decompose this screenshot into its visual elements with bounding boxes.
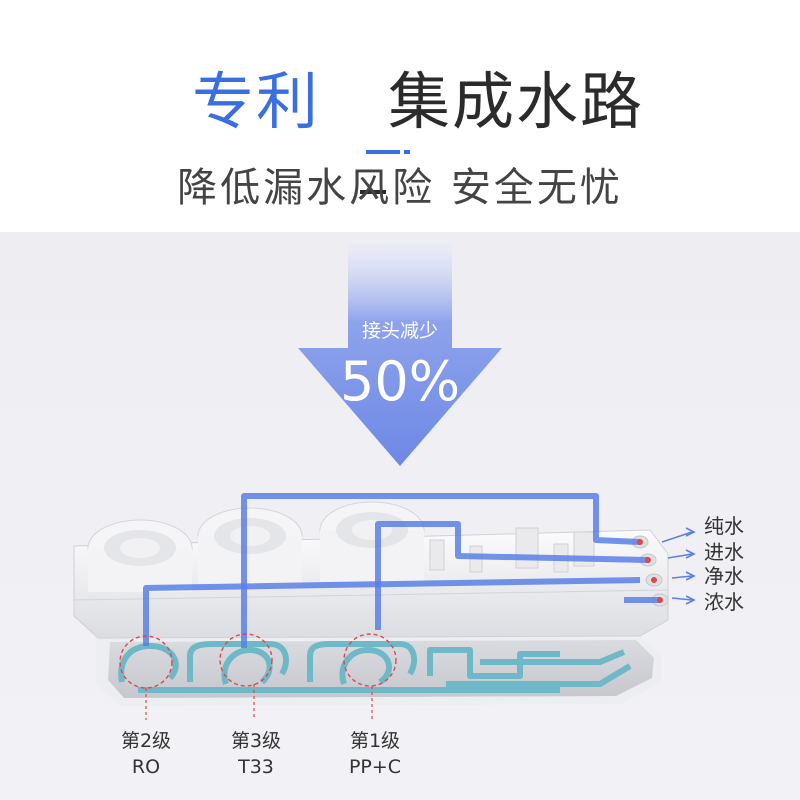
filter-socket-3 [319,501,425,582]
port-markers [637,539,663,603]
filter-socket-2 [197,507,303,586]
port-arrows [661,527,696,605]
stage-level-ro: 第2级 [120,730,172,752]
down-arrow-icon [298,244,502,466]
stage-leaders [145,684,373,720]
header-zone [0,0,800,232]
title-row: 专利 集成水路 [0,62,800,194]
accent-line [366,150,400,154]
callout-value: 50% [339,350,461,413]
port-label-clean: 净水 [704,564,744,588]
port-label-inlet: 进水 [704,540,744,564]
stage-name-ppc: PP+C [348,756,402,778]
callout-caption: 接头减少 [361,320,438,342]
port-label-waste: 浓水 [704,590,744,614]
subtitle: 降低漏水风险 安全无忧 [177,165,623,211]
accent-dot [404,150,410,154]
waterway-plate [96,636,662,706]
filter-socket-1 [87,519,193,592]
housing [73,501,669,639]
title-highlight: 专利 [192,65,321,138]
integrated-waterway-board [73,493,696,720]
stage-name-t33: T33 [238,756,274,778]
title-separator [360,190,386,194]
stage-highlights [119,633,397,689]
stage-level-t33: 第3级 [230,730,282,752]
stage-name-ro: RO [131,756,161,778]
port-label-pure: 纯水 [704,514,744,538]
flow-lines [143,493,660,648]
stage-level-ppc: 第1级 [349,730,401,752]
title-main: 集成水路 [388,65,645,138]
